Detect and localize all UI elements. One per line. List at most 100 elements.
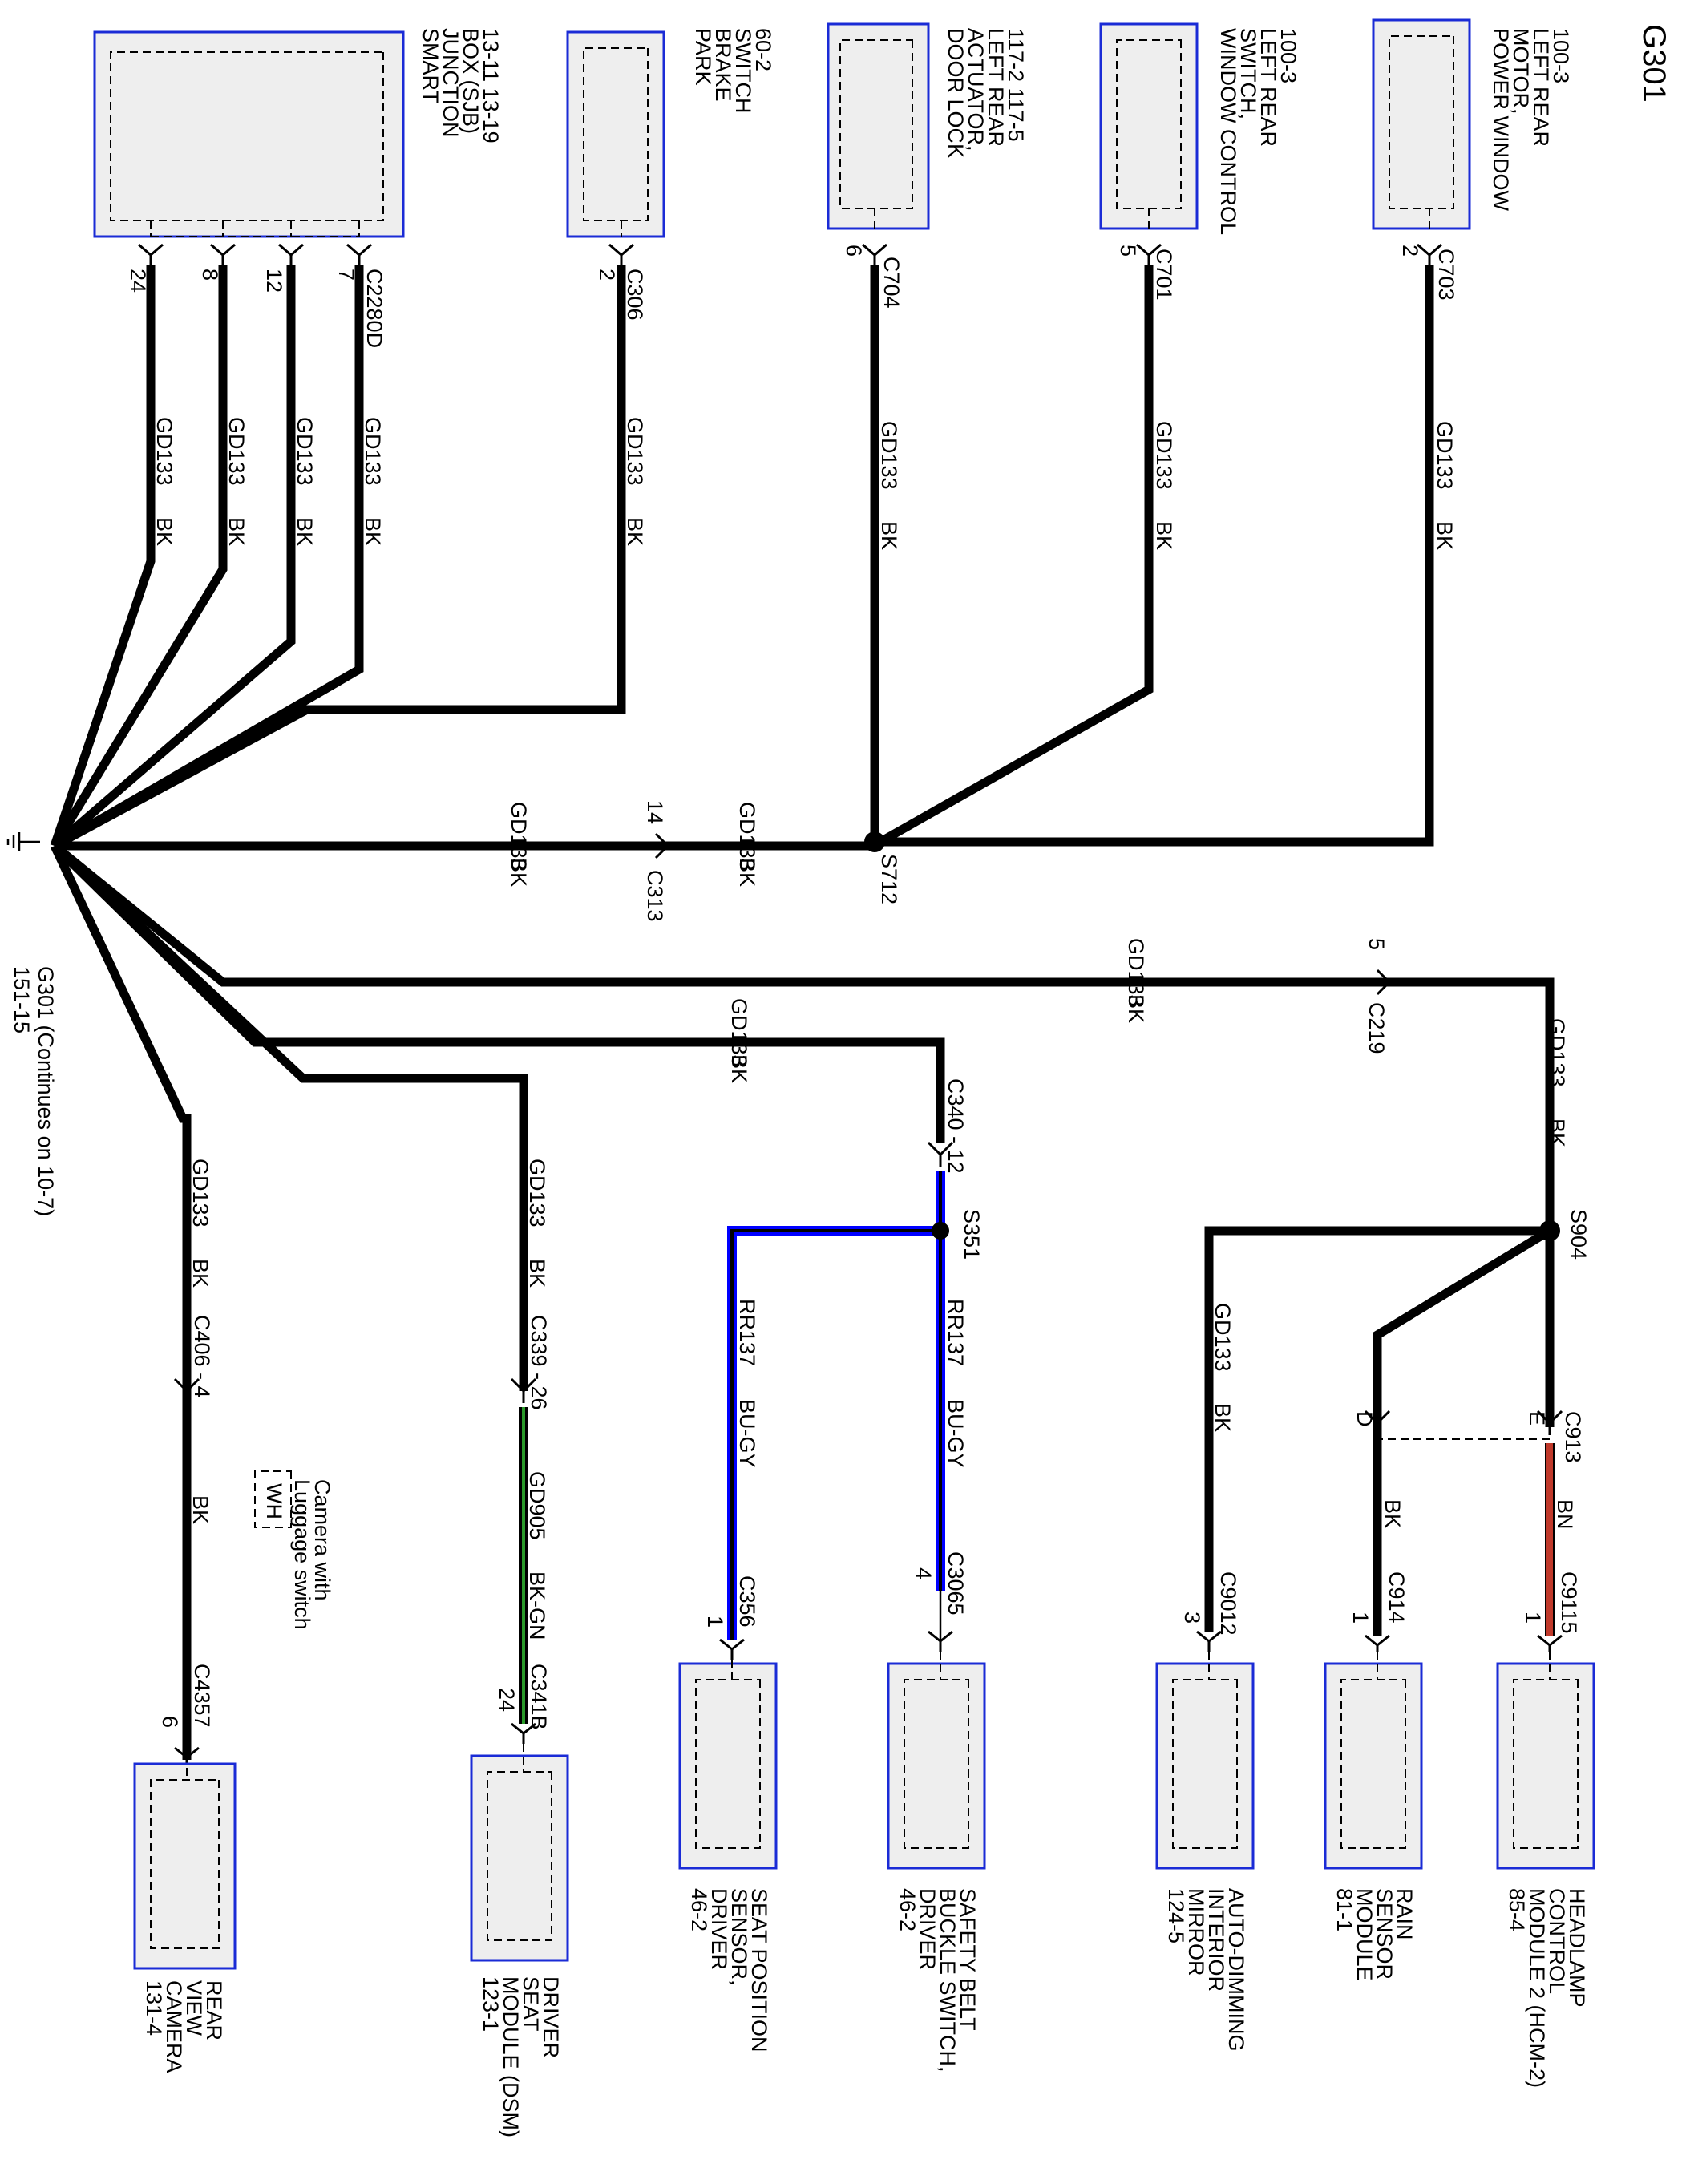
component-rain-sensor (1324, 1652, 1423, 1870)
dsm-label-3: MODULE (DSM) (499, 1976, 523, 2137)
rain-sensor-pin: 1 (1348, 1612, 1373, 1624)
mirror-label-2: INTERIOR (1204, 1888, 1228, 1992)
connector-c219: C219 (1365, 1002, 1389, 1054)
diagram-rotated-content: G301 G301 (Continues on 10-7) 151-15 (6, 18, 1672, 2137)
hcm2-pin: 1 (1521, 1612, 1545, 1624)
ground-symbol (6, 832, 40, 851)
camera-label-3: CAMERA (162, 1980, 186, 2073)
connector-c219-symbol (1376, 969, 1401, 996)
connector-c701: C701 (1152, 249, 1176, 301)
dsm-label-2: SEAT (519, 1976, 543, 2032)
rain-sensor-label-3: MODULE (1352, 1888, 1377, 1981)
svg-text:GD133: GD133 (293, 417, 317, 486)
wire-c219-ground (51, 842, 1555, 1231)
connector-c3065: C3065 (944, 1551, 968, 1616)
label-s904: S904 (1567, 1209, 1591, 1260)
mirror-pin: 3 (1180, 1612, 1204, 1624)
component-hcm2 (1496, 1652, 1595, 1870)
connector-c703: C703 (1434, 249, 1458, 301)
connector-c406-symbol (173, 1377, 200, 1403)
label-gd133-ground-c313: GD133 (507, 802, 531, 871)
label-bn: BN (1553, 1499, 1577, 1530)
camera-label-1: REAR (202, 1980, 226, 2040)
mirror-label-4: 124-5 (1164, 1888, 1188, 1943)
svg-text:BK: BK (877, 521, 901, 550)
seat-position-pin: 1 (703, 1616, 727, 1628)
sjb-label-3: BOX (SJB) (459, 28, 483, 134)
label-bk-rain: BK (1381, 1499, 1405, 1528)
sjb-label-1: SMART (418, 28, 443, 103)
connector-c306: C306 (623, 269, 647, 321)
svg-text:GD133: GD133 (224, 417, 249, 486)
label-bk-c313-s712: BK (735, 858, 759, 887)
park-brake-label-3: SWITCH (731, 28, 755, 113)
sjb-pin-8: 8 (198, 269, 222, 281)
sjb-label-2: JUNCTION (439, 28, 463, 138)
label-gd133-dsm: GD133 (525, 1159, 549, 1227)
connector-c4357: C4357 (190, 1664, 214, 1728)
wire-rr137-seat-position (727, 1226, 940, 1640)
svg-text:BK: BK (623, 517, 647, 546)
park-brake-label-2: BRAKE (711, 28, 735, 102)
dsm-label-4: 123-1 (479, 1976, 503, 2032)
ground-label: G301 (Continues on 10-7) (34, 966, 58, 1216)
window-switch-label-3: LEFT REAR (1256, 28, 1280, 147)
component-sjb (93, 30, 405, 238)
connector-c9012: C9012 (1216, 1571, 1240, 1636)
connector-terminals-bottom (174, 1630, 1563, 1768)
mirror-label-1: AUTO-DIMMING (1224, 1888, 1248, 2052)
wire-park-brake (52, 265, 626, 850)
hcm2-label-2: CONTROL (1545, 1888, 1569, 1994)
component-camera (133, 1762, 237, 1970)
connector-c340-symbol (927, 1141, 954, 1167)
connector-terminals-top (138, 243, 1442, 265)
door-lock-label-2: ACTUATOR, (964, 28, 988, 152)
connector-c2280d: C2280D (362, 269, 386, 348)
label-bk-dsm: BK (525, 1259, 549, 1288)
window-motor-label-4: 100-3 (1549, 28, 1573, 83)
sjb-pin-24: 24 (126, 269, 150, 293)
seatbelt-label-3: DRIVER (916, 1888, 940, 1970)
svg-text:BK: BK (1152, 521, 1176, 550)
wire-c340-ground (51, 843, 945, 1143)
label-s351: S351 (960, 1209, 984, 1260)
label-gd133-camera: GD133 (188, 1159, 212, 1227)
wire-sjb-pin24 (50, 265, 156, 847)
connector-c914: C914 (1385, 1571, 1409, 1624)
svg-text:BK: BK (361, 517, 385, 546)
svg-text:BK: BK (1433, 521, 1457, 550)
camera-label-4: 131-4 (142, 1980, 166, 2036)
wire-camera-ground (51, 843, 192, 1760)
hcm2-label-1: HEADLAMP (1565, 1888, 1589, 2008)
wire-dsm-ground (51, 842, 528, 1391)
c913-pin-e: E (1525, 1411, 1549, 1426)
wire-sjb-pin12 (51, 265, 296, 850)
rain-sensor-label-2: SENSOR (1373, 1888, 1397, 1980)
label-bugy-seat: BU-GY (735, 1399, 759, 1468)
label-bk-camera: BK (188, 1259, 212, 1288)
park-brake-label-1: PARK (691, 28, 715, 86)
splice-s351 (932, 1222, 949, 1240)
window-motor-label-3: LEFT REAR (1529, 28, 1553, 147)
svg-text:GD133: GD133 (623, 417, 647, 486)
label-bugy-seatbelt: BU-GY (944, 1399, 968, 1468)
wire-s904-mirror (1204, 1226, 1550, 1632)
connector-c9115: C9115 (1557, 1571, 1581, 1634)
component-seatbelt (887, 1652, 986, 1870)
door-lock-label-1: DOOR LOCK (944, 28, 968, 158)
label-gd133-c219-s904: GD133 (1545, 1018, 1569, 1087)
rain-sensor-label-1: RAIN (1393, 1888, 1417, 1940)
label-bk-camera-lower: BK (188, 1495, 212, 1524)
camera-note-alt-color: WH (262, 1483, 286, 1519)
sjb-label-4: 13-11 13-19 (479, 28, 503, 144)
wire-s904-rain (1373, 1227, 1552, 1431)
seat-position-label-4: 46-2 (687, 1888, 711, 1931)
svg-text:BK: BK (224, 517, 249, 546)
svg-text:BK: BK (293, 517, 317, 546)
c313-pin: 14 (643, 800, 667, 824)
dsm-pin: 24 (495, 1688, 519, 1712)
camera-note-line-2: Luggage switch (290, 1479, 314, 1630)
connector-c313-symbol (654, 832, 680, 859)
hcm2-label-4: 85-4 (1505, 1888, 1529, 1931)
